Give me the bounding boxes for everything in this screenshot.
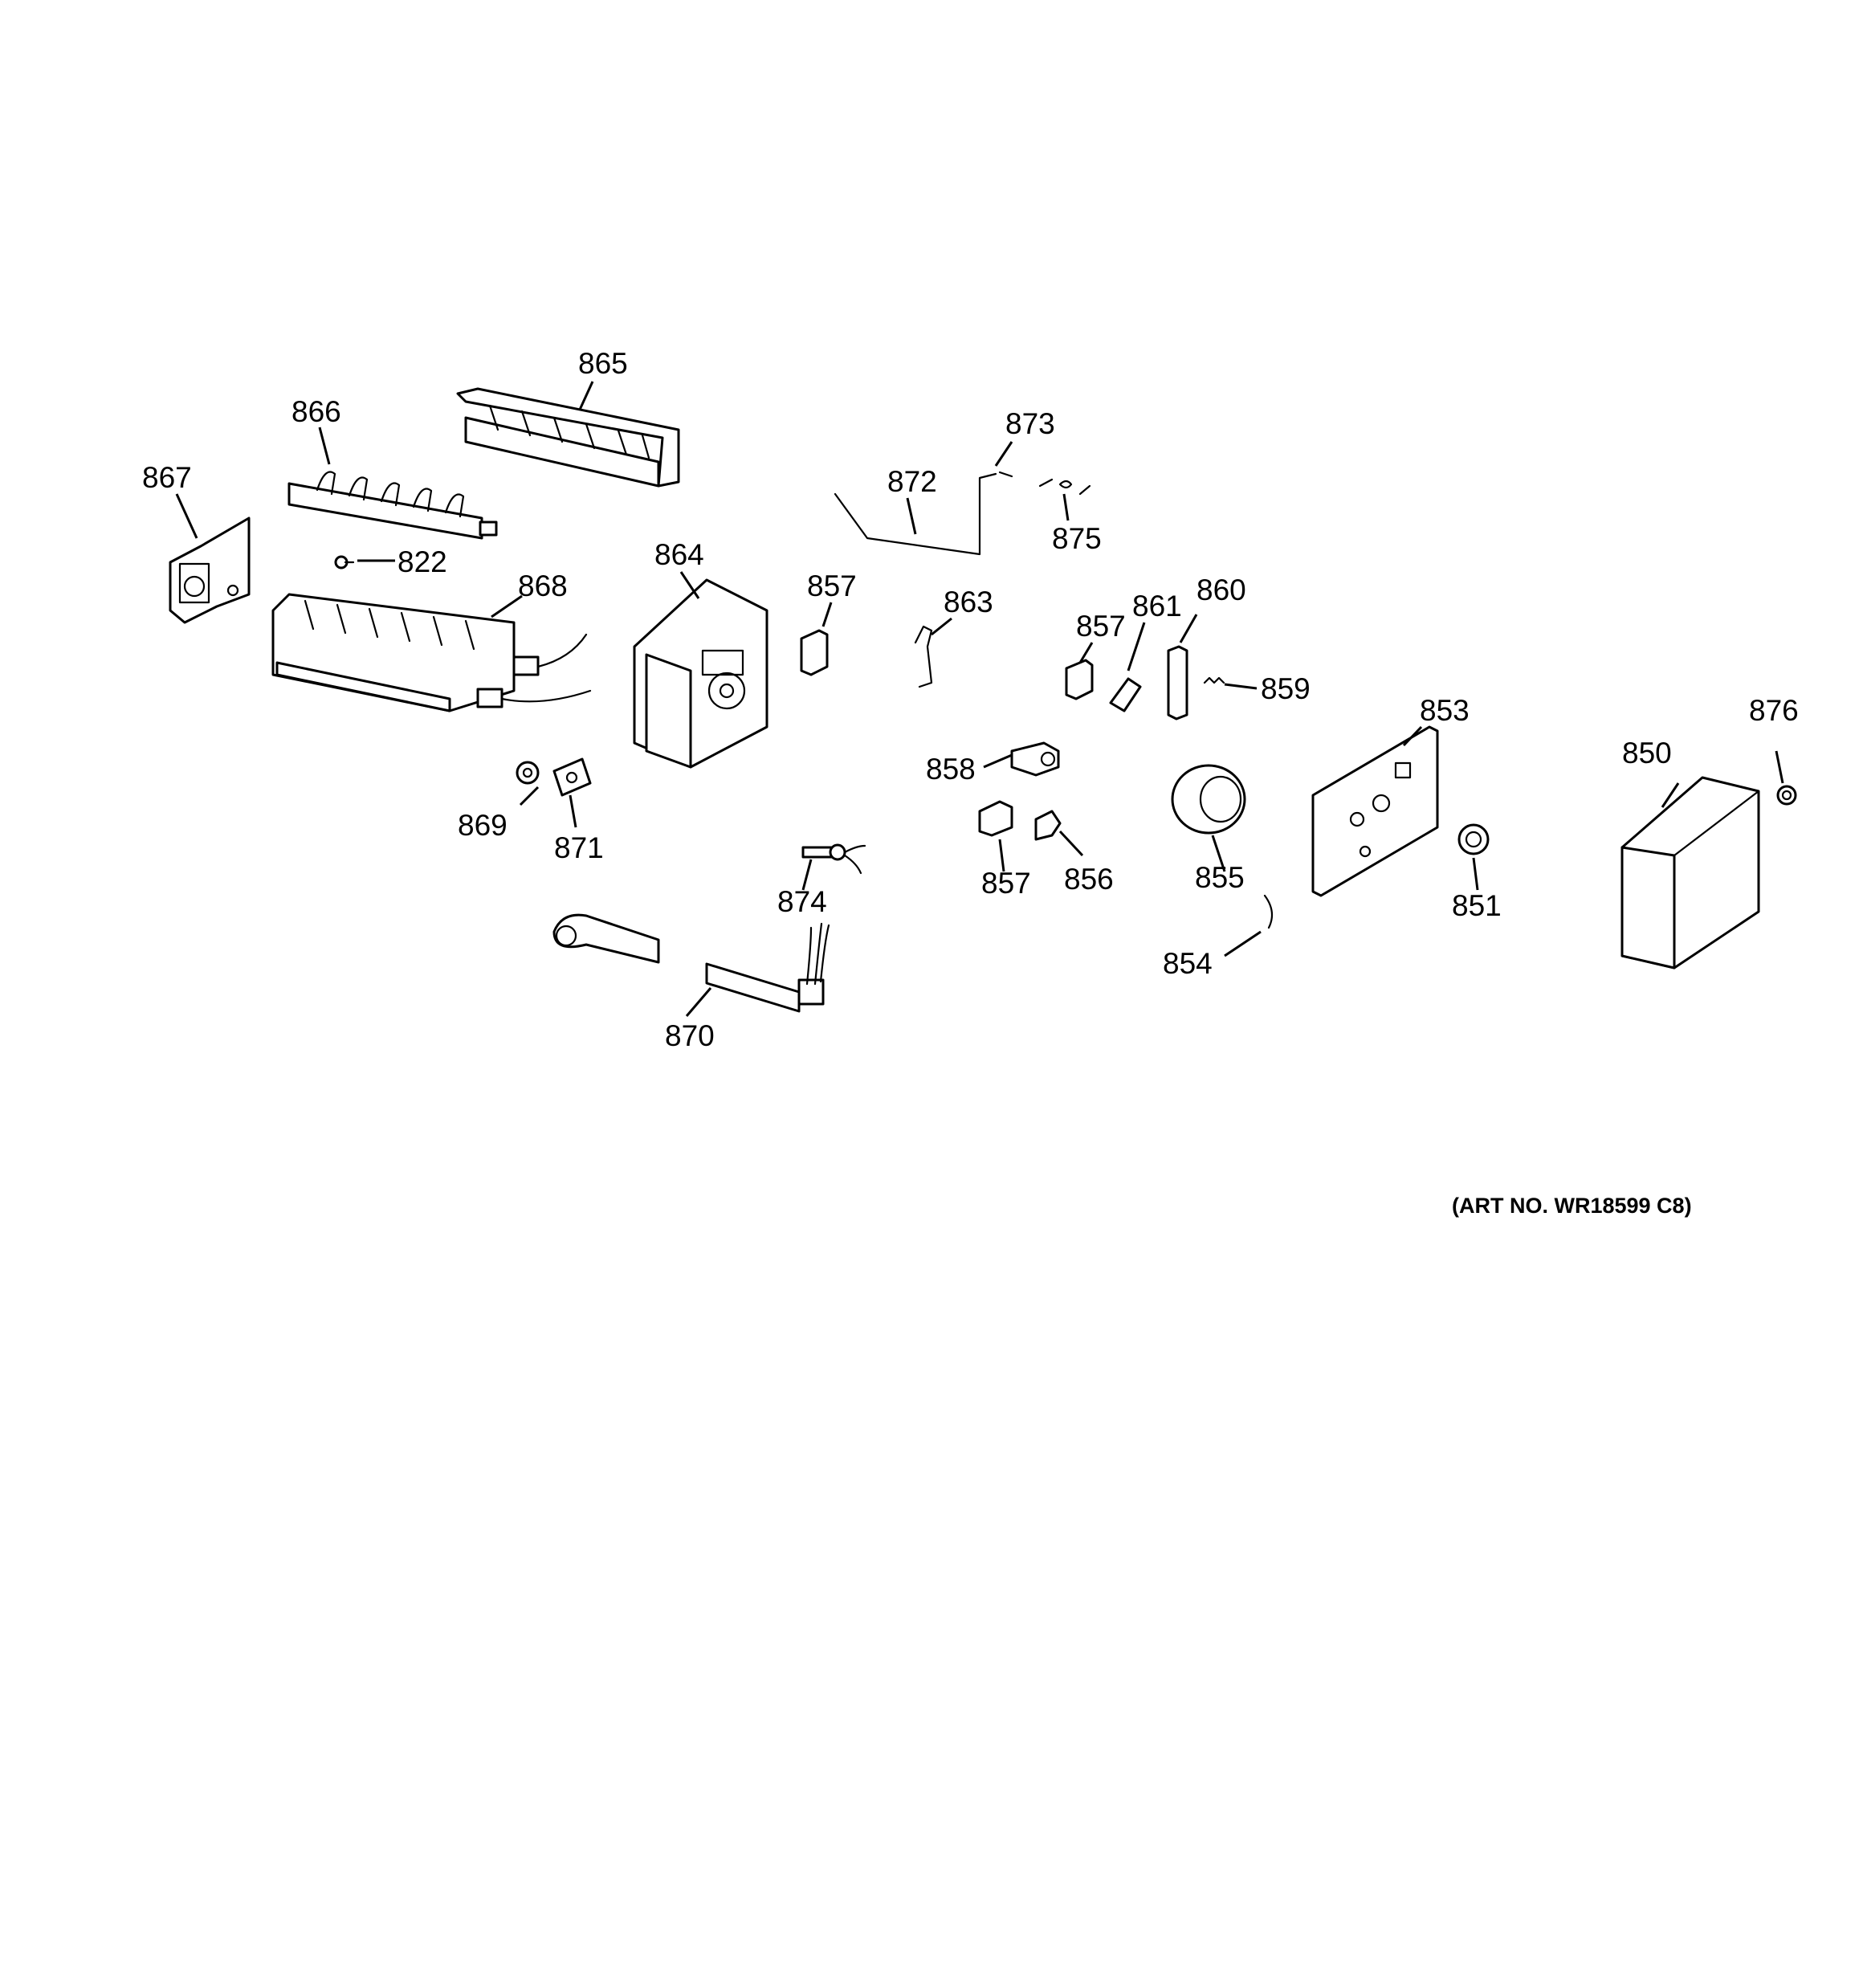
callout-874: 874 [777,885,827,918]
callout-860: 860 [1196,574,1246,606]
callout-870: 870 [665,1019,715,1052]
part-868-ice-mold [271,593,592,712]
callout-872: 872 [887,465,937,498]
part-875-clip [1038,478,1091,496]
part-866-ejector [287,471,498,540]
callout-855: 855 [1195,861,1245,894]
callout-869: 869 [458,809,508,842]
callout-868: 868 [518,569,568,602]
callout-851: 851 [1452,889,1502,922]
part-867-bracket [169,516,251,624]
callout-labels: 865 866 867 822 868 864 873 872 875 857 … [142,347,1799,1052]
part-858-gear [1010,741,1060,777]
part-851-timing-gear [1457,823,1490,855]
part-857-switch-c [978,800,1013,837]
part-864-housing [633,578,768,769]
callout-857-b: 857 [1076,610,1126,643]
part-876-nut [1776,785,1797,806]
callout-857-a: 857 [807,569,857,602]
callout-866: 866 [291,395,341,428]
callout-861: 861 [1132,590,1182,623]
part-822-screw [334,555,355,569]
part-857-switch-a [800,629,829,676]
part-859-spring [1203,676,1225,684]
part-871-coupler [552,757,592,797]
part-863-lever [914,625,933,688]
callout-859: 859 [1261,672,1311,705]
callout-850: 850 [1622,737,1672,769]
part-861-cam [1109,677,1142,712]
callout-854: 854 [1163,947,1213,980]
part-854-wire [1263,894,1274,929]
callout-875: 875 [1052,522,1102,555]
part-870-harness [552,913,830,1013]
callout-876: 876 [1749,694,1799,727]
part-855-motor [1171,764,1246,835]
part-874-thermostat [801,843,866,875]
callout-867: 867 [142,461,192,494]
part-850-cover [1620,776,1760,970]
callout-873: 873 [1005,407,1055,440]
part-856-clip [1034,810,1062,841]
callout-863: 863 [944,586,993,618]
part-865-stripper [456,387,680,488]
callout-871: 871 [554,831,604,864]
leader-lines [175,381,1784,1017]
part-853-mounting-plate [1311,725,1439,897]
callout-856: 856 [1064,863,1114,896]
callout-853: 853 [1420,694,1470,727]
part-869-bearing [516,761,540,785]
part-860-arm [1167,645,1188,720]
callout-822: 822 [397,545,447,578]
part-872-feeler-arm [834,471,1013,556]
art-number: (ART NO. WR18599 C8) [1452,1194,1692,1218]
callout-857-c: 857 [981,867,1031,900]
part-857-switch-b [1065,659,1094,700]
callout-865: 865 [578,347,628,380]
callout-864: 864 [654,538,704,571]
callout-858: 858 [926,753,976,786]
